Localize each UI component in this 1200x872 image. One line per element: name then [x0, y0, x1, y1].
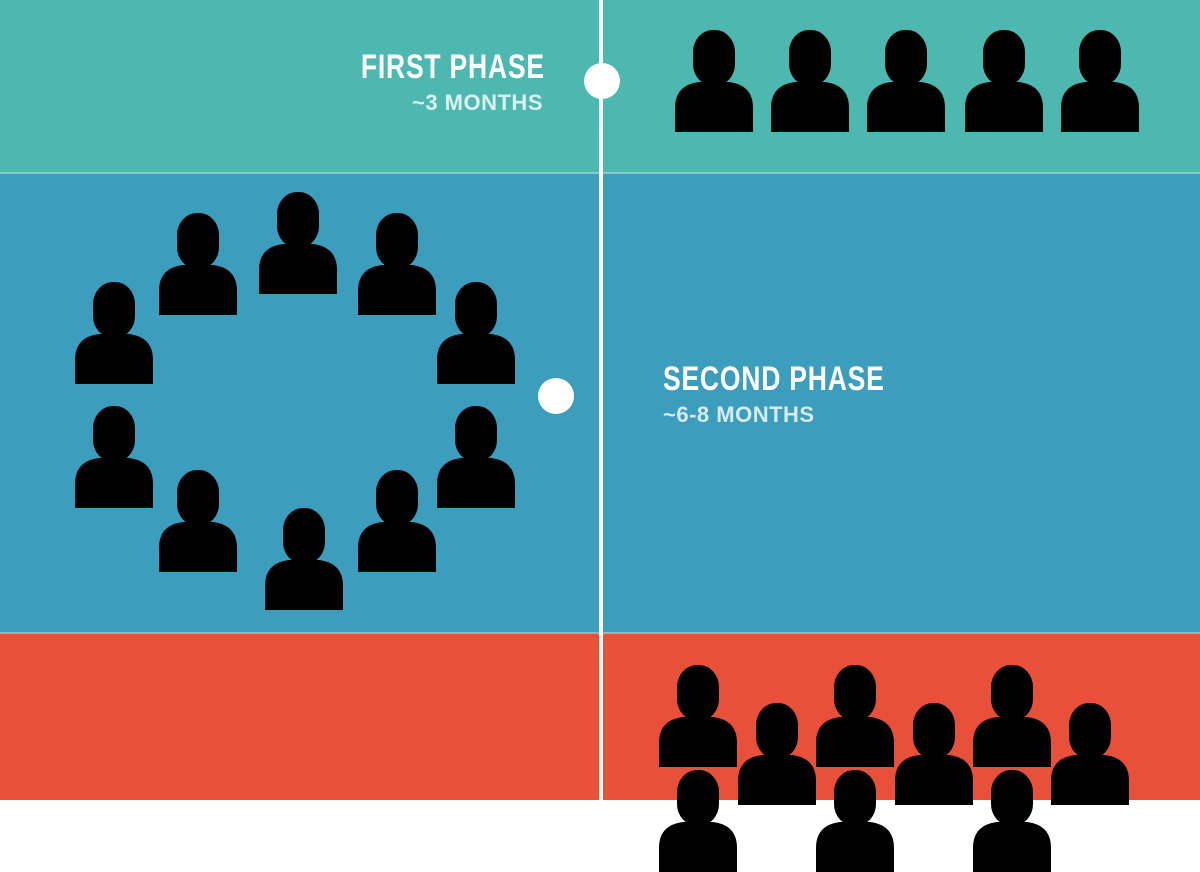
person-icon — [769, 30, 851, 132]
person-icon — [971, 665, 1053, 767]
person-icon — [893, 703, 975, 805]
person-icon — [157, 213, 239, 315]
person-icon — [814, 770, 896, 872]
person-icon — [673, 30, 755, 132]
person-icon — [814, 665, 896, 767]
person-icon — [865, 30, 947, 132]
first-phase-duration: ~3 MONTHS — [411, 90, 543, 115]
first-phase-dot — [584, 63, 620, 99]
person-icon — [257, 192, 339, 294]
person-icon — [1049, 703, 1131, 805]
person-icon — [73, 406, 155, 508]
person-icon — [1059, 30, 1141, 132]
person-icon — [435, 282, 517, 384]
second-phase-dot — [538, 378, 574, 414]
person-icon — [657, 770, 739, 872]
person-icon — [356, 213, 438, 315]
second-phase-title: SECOND PHASE — [663, 360, 885, 398]
person-icon — [963, 30, 1045, 132]
person-icon — [157, 470, 239, 572]
person-icon — [736, 703, 818, 805]
second-phase-duration: ~6-8 MONTHS — [663, 402, 815, 427]
timeline-line — [599, 0, 603, 800]
first-phase-title: FIRST PHASE — [361, 48, 545, 86]
person-icon — [356, 470, 438, 572]
person-icon — [971, 770, 1053, 872]
person-icon — [657, 665, 739, 767]
person-icon — [73, 282, 155, 384]
person-icon — [263, 508, 345, 610]
person-icon — [435, 406, 517, 508]
